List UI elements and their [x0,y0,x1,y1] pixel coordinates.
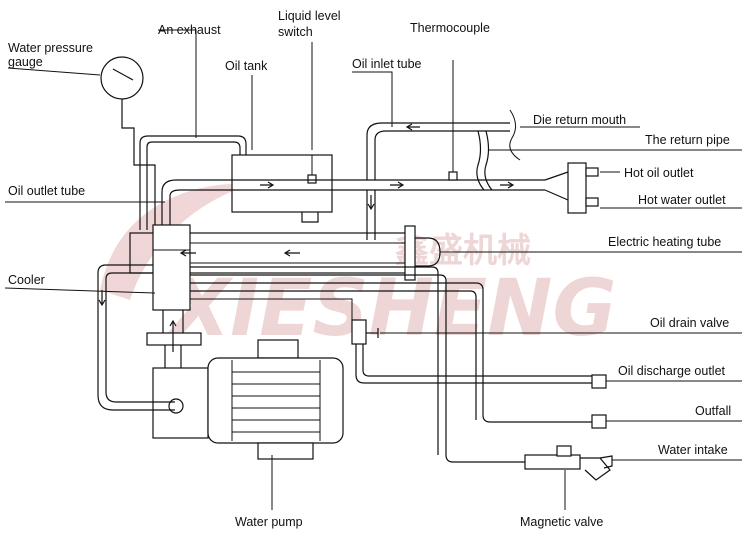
watermark-logo-swoosh [100,183,250,300]
hot-oil-outlet-port [585,167,599,177]
watermark: 鑫盛机械 XIESHENG [100,183,616,354]
return-pipe-flex [476,130,485,191]
hot-water-outlet-port [585,197,599,207]
label-the-return-pipe: The return pipe [645,133,730,147]
electric-heating-tube [129,225,441,281]
label-oil-inlet-tube: Oil inlet tube [352,57,422,71]
pump-volute [152,367,209,439]
label-outfall: Outfall [695,404,731,418]
magnetic-valve-assembly [524,445,613,481]
label-oil-drain-valve: Oil drain valve [650,316,729,330]
watermark-brand-en: XIESHENG [166,264,616,354]
leader-lines [4,29,742,510]
water-lines [190,266,592,463]
flow-arrows [98,123,515,352]
label-die-return-mouth: Die return mouth [533,113,626,127]
oil-drain-line [351,319,607,389]
label-magnetic-valve: Magnetic valve [520,515,603,529]
label-oil-tank: Oil tank [225,59,268,73]
gauge-dial [100,56,144,100]
manifold-body [567,162,587,214]
label-thermocouple: Thermocouple [410,21,490,35]
label-oil-discharge-outlet: Oil discharge outlet [618,364,726,378]
label-cooler: Cooler [8,273,45,287]
label-hot-oil-outlet: Hot oil outlet [624,166,694,180]
label-water-pressure-gauge-1: Water pressure [8,41,93,55]
cooler [152,224,191,311]
water-pump [207,339,344,460]
pump-terminal-box [257,339,299,359]
outfall-port [591,414,607,429]
oil-tank [231,154,333,213]
oil-discharge-outlet-port [591,374,607,389]
thermocouple [448,171,458,181]
label-hot-water-outlet: Hot water outlet [638,193,726,207]
pump-motor-body [207,357,344,444]
strainer [580,457,611,481]
label-oil-outlet-tube: Oil outlet tube [8,184,85,198]
label-liquid-level-switch-1: Liquid level [278,9,341,23]
magnetic-valve-coil [556,445,572,457]
heater-flange [404,225,416,281]
label-water-pressure-gauge-2: gauge [8,55,43,69]
gauge-needle [112,68,134,81]
label-water-pump: Water pump [235,515,303,529]
gauge-pipe [121,99,156,230]
label-electric-heating-tube: Electric heating tube [608,235,721,249]
labels: Water pressure gauge An exhaust Liquid l… [8,9,731,529]
pump-flange [146,332,202,346]
label-an-exhaust: An exhaust [158,23,221,37]
label-liquid-level-switch-2: switch [278,25,313,39]
outlet-manifold [567,162,599,214]
liquid-level-switch [307,174,317,184]
oil-drain-valve [351,319,367,345]
label-water-intake: Water intake [658,443,728,457]
water-pressure-gauge [100,56,156,230]
oil-inlet-return-pipe [366,109,521,240]
main-oil-line [161,171,569,230]
pump-base [257,442,314,460]
die-return-mouth-break [509,109,521,161]
cooler-return-loop [97,264,184,414]
exhaust-pipe [139,135,247,230]
magnetic-valve-body [524,454,581,470]
oil-tank-drain [301,212,319,223]
